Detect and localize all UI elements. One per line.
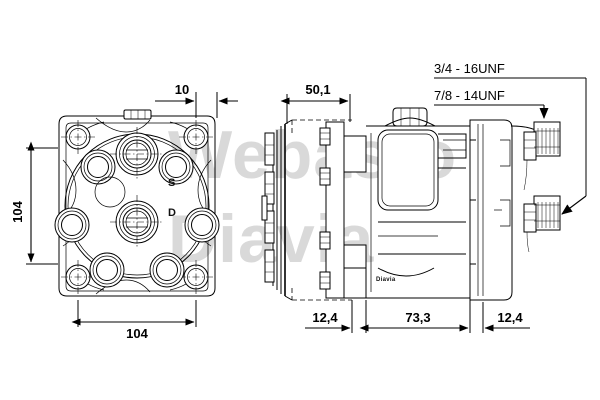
dimension-chain-bottom: 12,4 73,3 12,4: [305, 300, 530, 333]
head-bosses: [54, 149, 220, 288]
port-lower-body: [533, 195, 561, 231]
head-boss-6: [149, 252, 185, 288]
front-housing-outline: [58, 115, 216, 297]
front-housing-inner-outline: [65, 122, 209, 292]
rear-head-outline: [469, 119, 513, 301]
top-web-1: [95, 117, 151, 133]
callout-thread-upper: 3/4 - 16UNF: [434, 61, 587, 215]
side-view: Diavia 3/4 - 16UNF 7/8 - 14UNF 50,1: [261, 61, 587, 333]
compressor-body: [366, 107, 471, 299]
head-boss-5: [89, 252, 125, 288]
dimension-front-width: 104: [71, 300, 197, 341]
rear-head: [469, 119, 513, 301]
dimension-left-offset-value: 12,4: [312, 310, 338, 325]
mount-hole-bl: [61, 260, 95, 294]
dimension-front-height: 104: [10, 141, 58, 265]
clutch-pulley-assembly: [261, 119, 352, 301]
dimension-left-offset: 12,4: [305, 310, 351, 332]
callout-thread-lower: 7/8 - 14UNF: [434, 88, 549, 119]
head-boss-2: [158, 149, 194, 185]
port-upper-threads: [534, 128, 560, 154]
dimension-clutch-length-value: 50,1: [305, 82, 330, 97]
discharge-port: [110, 195, 164, 249]
dimension-right-offset: 12,4: [484, 310, 530, 332]
discharge-port-label: D: [168, 207, 176, 219]
callout-thread-lower-text: 7/8 - 14UNF: [434, 88, 505, 103]
head-boss-3: [54, 207, 90, 243]
service-port-upper: [510, 121, 561, 191]
head-boss-4: [184, 207, 220, 243]
front-blind-pad: [94, 176, 126, 208]
dimension-body-length-value: 73,3: [405, 310, 430, 325]
dimension-flange-thickness-value: 10: [175, 82, 189, 97]
brand-mark: Diavia: [376, 277, 396, 283]
body-recess-panel: [377, 129, 439, 211]
side-front-head: [319, 121, 367, 299]
port-lower-threads: [534, 202, 560, 228]
dimension-body-length: 73,3: [359, 310, 469, 332]
dimension-right-offset-value: 12,4: [497, 310, 523, 325]
mount-hole-tr: [179, 120, 213, 154]
mount-hole-tl: [61, 120, 95, 154]
port-upper-body: [533, 121, 561, 157]
corner-mount-holes: [61, 120, 213, 294]
callout-thread-upper-text: 3/4 - 16UNF: [434, 61, 505, 76]
dimension-front-height-value: 104: [10, 200, 25, 222]
dimension-clutch-length: 50,1: [280, 82, 351, 124]
dimension-front-width-value: 104: [126, 326, 148, 341]
dimension-flange-thickness: 10: [155, 82, 238, 118]
front-view: S D 104 104: [10, 82, 238, 341]
suction-port-label: S: [168, 177, 175, 189]
front-top-plug: [123, 109, 152, 120]
bolt-flange: [325, 121, 345, 299]
suction-port: [110, 127, 164, 181]
mount-hole-br: [179, 260, 213, 294]
service-port-lower: [523, 195, 561, 253]
head-boss-1: [80, 149, 116, 185]
